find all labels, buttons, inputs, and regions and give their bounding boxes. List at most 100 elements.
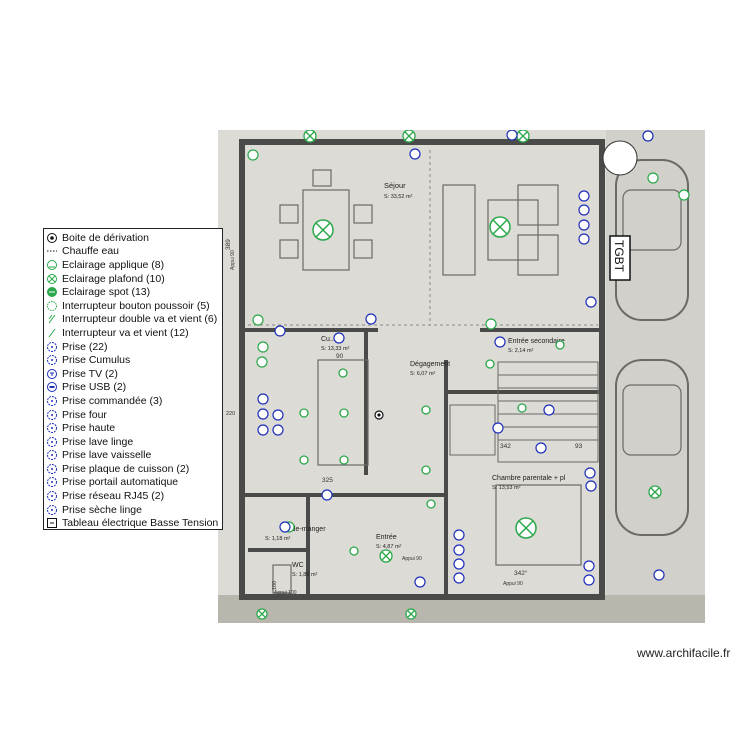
legend-item-label: Interrupteur va et vient (12) <box>62 326 189 339</box>
legend-item: Prise commandée (3) <box>46 394 222 408</box>
legend-item-label: Prise (22) <box>62 340 108 353</box>
ceiling-light-symbol[interactable] <box>256 608 268 620</box>
outlet-symbol[interactable] <box>272 424 284 436</box>
wall-light-symbol[interactable] <box>485 318 497 330</box>
outlet-symbol[interactable] <box>453 544 465 556</box>
spot-light-symbol[interactable] <box>517 403 527 413</box>
ceiling-light-symbol[interactable] <box>405 608 417 620</box>
outlet-symbol[interactable] <box>409 148 421 160</box>
wall-light-symbol[interactable] <box>678 189 690 201</box>
outlet-symbol[interactable] <box>453 529 465 541</box>
outlet-symbol[interactable] <box>257 393 269 405</box>
legend-item-label: Boite de dérivation <box>62 231 149 244</box>
legend-item: Prise portail automatique <box>46 476 222 490</box>
spot-light-symbol[interactable] <box>339 455 349 465</box>
two-way-switch-icon <box>48 328 56 338</box>
legend-item-label: Prise Cumulus <box>62 354 131 367</box>
dim-90: 90 <box>336 353 344 360</box>
coffee-table <box>487 199 539 261</box>
ceiling-light-symbol[interactable] <box>303 130 317 143</box>
outlet-oven-icon <box>47 409 57 420</box>
outlet-symbol[interactable] <box>543 404 555 416</box>
dashed-limits <box>248 150 598 326</box>
water-heater-icon <box>47 250 57 252</box>
room-wc-area: S: 1,85 m² <box>292 572 318 578</box>
spot-light-symbol[interactable] <box>339 408 349 418</box>
wall-light-symbol[interactable] <box>252 314 264 326</box>
outlet-symbol[interactable] <box>578 219 590 231</box>
ceiling-light-symbol[interactable] <box>489 216 511 238</box>
spot-light-symbol[interactable] <box>338 368 348 378</box>
legend-item: Prise four <box>46 408 222 422</box>
outlet-symbol[interactable] <box>333 332 345 344</box>
outlet-symbol[interactable] <box>583 560 595 572</box>
outlet-symbol[interactable] <box>257 408 269 420</box>
outlet-symbol[interactable] <box>578 190 590 202</box>
room-chambre-name: Chambre parentale + pl <box>492 475 566 482</box>
outlet-symbol[interactable] <box>585 480 597 492</box>
outlet-symbol[interactable] <box>257 424 269 436</box>
room-entree-secondaire-area: S: 2,14 m² <box>508 348 534 354</box>
spot-light-symbol[interactable] <box>299 408 309 418</box>
legend-item: Interrupteur double va et vient (6) <box>46 313 222 327</box>
outlet-symbol[interactable] <box>279 521 291 533</box>
legend-item: Prise Cumulus <box>46 353 222 367</box>
legend-item: Eclairage applique (8) <box>46 258 222 272</box>
kitchen-island <box>317 359 369 466</box>
outlet-symbol[interactable] <box>492 422 504 434</box>
legend-item: Chauffe eau <box>46 245 222 259</box>
outlet-symbol[interactable] <box>585 296 597 308</box>
outlet-symbol[interactable] <box>642 130 654 142</box>
spot-light-symbol[interactable] <box>349 546 359 556</box>
outlet-symbol[interactable] <box>272 409 284 421</box>
outlet-symbol[interactable] <box>274 325 286 337</box>
outlet-symbol[interactable] <box>583 574 595 586</box>
wall-light-symbol[interactable] <box>647 172 659 184</box>
wall-light-symbol[interactable] <box>257 341 269 353</box>
wall-light-icon <box>47 259 57 270</box>
wall-light-symbol[interactable] <box>256 356 268 368</box>
outlet-symbol[interactable] <box>584 467 596 479</box>
outlet-symbol[interactable] <box>535 442 547 454</box>
dim-389: 389 <box>225 239 232 250</box>
stairs <box>449 361 599 463</box>
legend-item-label: Eclairage applique (8) <box>62 258 165 271</box>
outlet-symbol[interactable] <box>578 204 590 216</box>
legend-item: Prise réseau RJ45 (2) <box>46 489 222 503</box>
legend-item-label: Prise commandée (3) <box>62 394 163 407</box>
ceiling-light-symbol[interactable] <box>312 219 334 241</box>
spot-light-symbol[interactable] <box>421 405 431 415</box>
outlet-symbol[interactable] <box>506 130 518 141</box>
outlet-symbol[interactable] <box>653 569 665 581</box>
outlet-symbol[interactable] <box>578 233 590 245</box>
ceiling-light-symbol[interactable] <box>515 517 537 539</box>
outlet-symbol[interactable] <box>365 313 377 325</box>
ceiling-light-icon <box>47 273 57 284</box>
spot-light-symbol[interactable] <box>555 340 565 350</box>
spot-light-symbol[interactable] <box>299 455 309 465</box>
ceiling-light-symbol[interactable] <box>379 549 393 563</box>
legend-item-label: Prise haute <box>62 422 116 435</box>
outlet-symbol[interactable] <box>453 558 465 570</box>
spot-light-symbol[interactable] <box>421 465 431 475</box>
outlet-symbol[interactable] <box>453 572 465 584</box>
water-heater-symbol[interactable] <box>602 140 638 176</box>
wall-light-symbol[interactable] <box>247 149 259 161</box>
outlet-usb-icon <box>47 382 57 393</box>
legend-item-label: Prise portail automatique <box>62 476 179 489</box>
outlet-symbol[interactable] <box>494 336 506 348</box>
ceiling-light-symbol[interactable] <box>648 485 662 499</box>
ceiling-light-symbol[interactable] <box>516 130 530 143</box>
legend-item: Prise lave vaisselle <box>46 449 222 463</box>
legend-item: Boite de dérivation <box>46 231 222 245</box>
outlet-symbol[interactable] <box>414 576 426 588</box>
room-wc-name: WC <box>292 562 304 569</box>
ceiling-light-symbol[interactable] <box>402 130 416 143</box>
room-garde-manger-name: Garde-manger <box>280 526 326 533</box>
tgbt-panel[interactable] <box>609 235 631 281</box>
outlet-symbol[interactable] <box>321 489 333 501</box>
note-appui-a: Appui 90 <box>230 250 236 270</box>
spot-light-symbol[interactable] <box>426 499 436 509</box>
spot-light-symbol[interactable] <box>485 359 495 369</box>
